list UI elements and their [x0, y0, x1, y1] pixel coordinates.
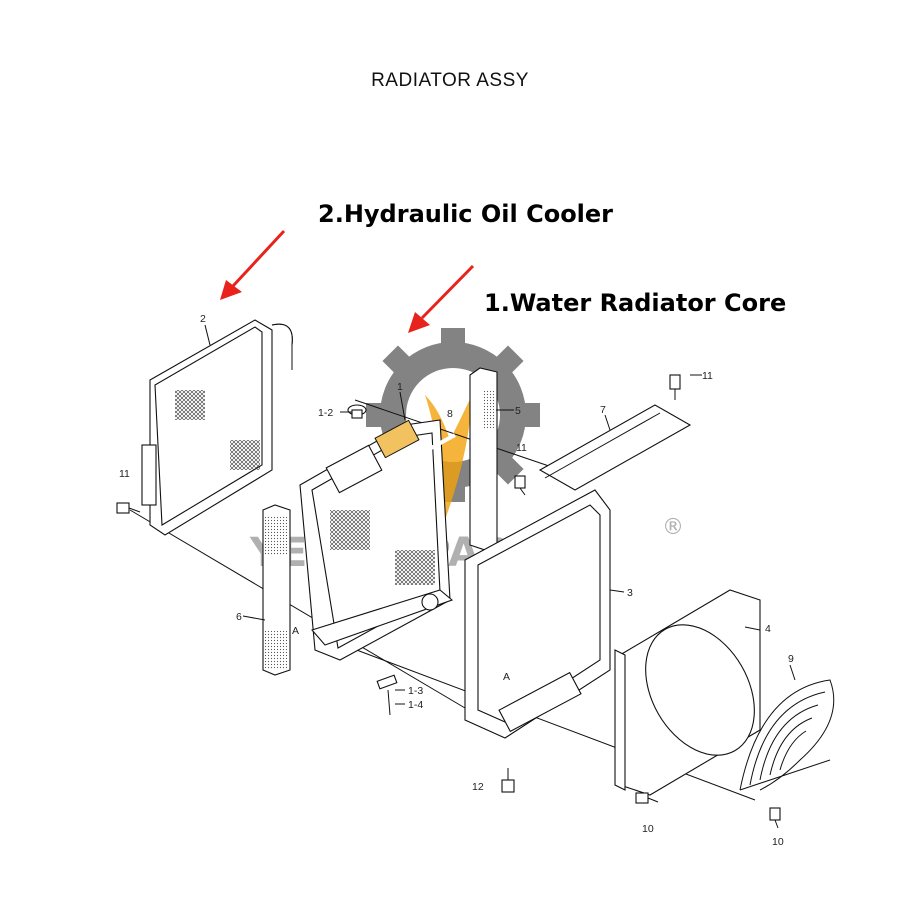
- label-9: 9: [788, 653, 794, 665]
- label-5: 5: [515, 405, 521, 417]
- cap-1-2-icon: [347, 404, 367, 419]
- label-1-4: 1-4: [408, 699, 423, 711]
- label-a-right: A: [503, 671, 510, 683]
- label-3: 3: [627, 587, 633, 599]
- drain-valve-1-3-icon: [376, 674, 398, 716]
- label-1-3: 1-3: [408, 685, 423, 697]
- label-10-right: 10: [772, 836, 784, 848]
- registered-mark-icon: ®: [662, 515, 685, 540]
- bolt-11-top-icon: [669, 374, 681, 400]
- bolt-10-left-icon: [635, 792, 659, 804]
- label-8: 8: [447, 408, 453, 420]
- callout-hydraulic-oil-cooler: 2.Hydraulic Oil Cooler: [318, 200, 614, 228]
- part-labels: 2 1 1-2 8 5 11 11 7 11 3 4 9 6 A A 1-3 1…: [119, 313, 794, 848]
- label-2: 2: [200, 313, 206, 325]
- label-4: 4: [765, 623, 771, 635]
- part-5-side-panel: [469, 367, 498, 551]
- bolt-11-left-icon: [116, 502, 141, 514]
- diagram-title: RADIATOR ASSY: [371, 70, 529, 91]
- part-1-water-radiator-core: [299, 419, 456, 661]
- callout-arrows: [220, 229, 475, 333]
- part-6-side-panel: [262, 504, 291, 676]
- part-9-fan-guard: [739, 679, 835, 791]
- label-10-left: 10: [642, 823, 654, 835]
- label-11-top: 11: [702, 370, 713, 382]
- label-a-left: A: [292, 625, 299, 637]
- label-11-mid: 11: [516, 442, 527, 454]
- part-7-top-bracket: [538, 404, 692, 491]
- part-2-hydraulic-oil-cooler: [141, 319, 293, 536]
- bolt-12-icon: [501, 768, 515, 793]
- label-6: 6: [236, 611, 242, 623]
- label-1-2: 1-2: [318, 407, 333, 419]
- label-12: 12: [472, 781, 484, 793]
- bolt-11-mid-icon: [514, 475, 526, 496]
- arrow-hydraulic-icon: [220, 229, 286, 300]
- arrow-water-icon: [408, 264, 475, 333]
- callout-water-radiator-core: 1.Water Radiator Core: [484, 289, 787, 317]
- label-11-left: 11: [119, 468, 130, 480]
- label-1: 1: [397, 381, 403, 393]
- small-hardware: [116, 374, 781, 829]
- label-leaders: [204, 324, 796, 705]
- bolt-10-right-icon: [769, 807, 781, 829]
- label-7: 7: [600, 404, 606, 416]
- part-3-shroud-frame: [464, 489, 611, 739]
- part-4-fan-shroud: [614, 589, 761, 796]
